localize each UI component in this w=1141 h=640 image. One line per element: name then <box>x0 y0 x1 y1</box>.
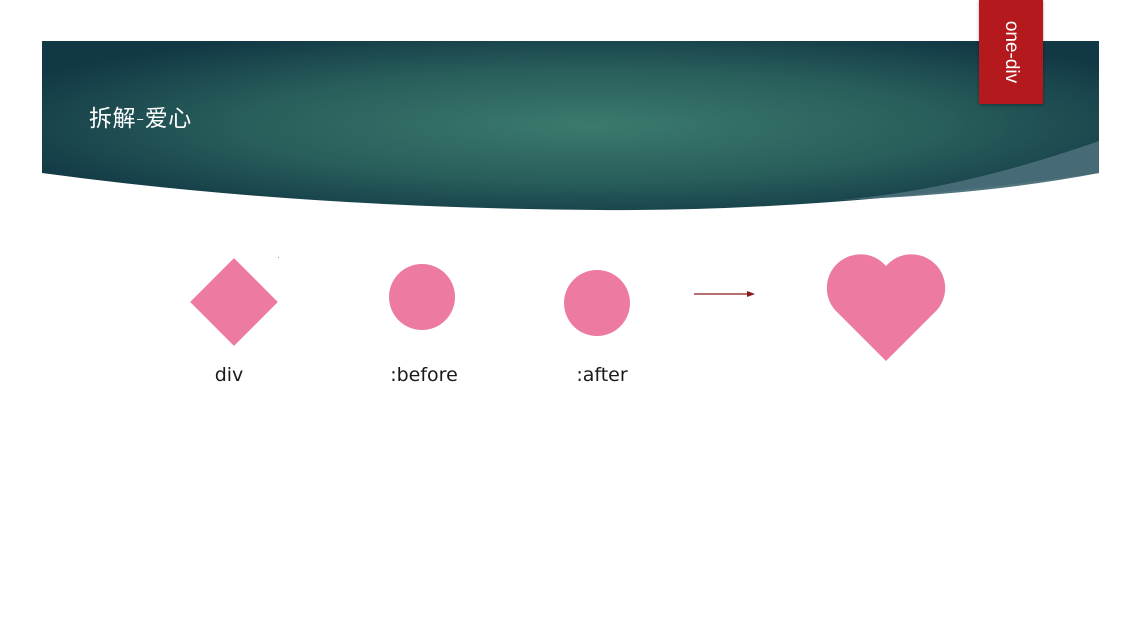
label-after: :after <box>576 364 628 386</box>
after-circle <box>564 270 630 336</box>
tag-text: one-div <box>1001 20 1022 84</box>
decorative-dot <box>278 257 279 258</box>
label-div: div <box>214 364 244 386</box>
right-arrow-icon <box>694 291 755 297</box>
before-circle <box>389 264 455 330</box>
heart-icon <box>826 254 946 361</box>
one-div-tag: one-div <box>979 0 1043 104</box>
header-banner <box>42 41 1099 211</box>
page-title: 拆解-爱心 <box>89 106 192 132</box>
label-before: :before <box>390 364 458 386</box>
diamond-shape <box>190 258 278 346</box>
